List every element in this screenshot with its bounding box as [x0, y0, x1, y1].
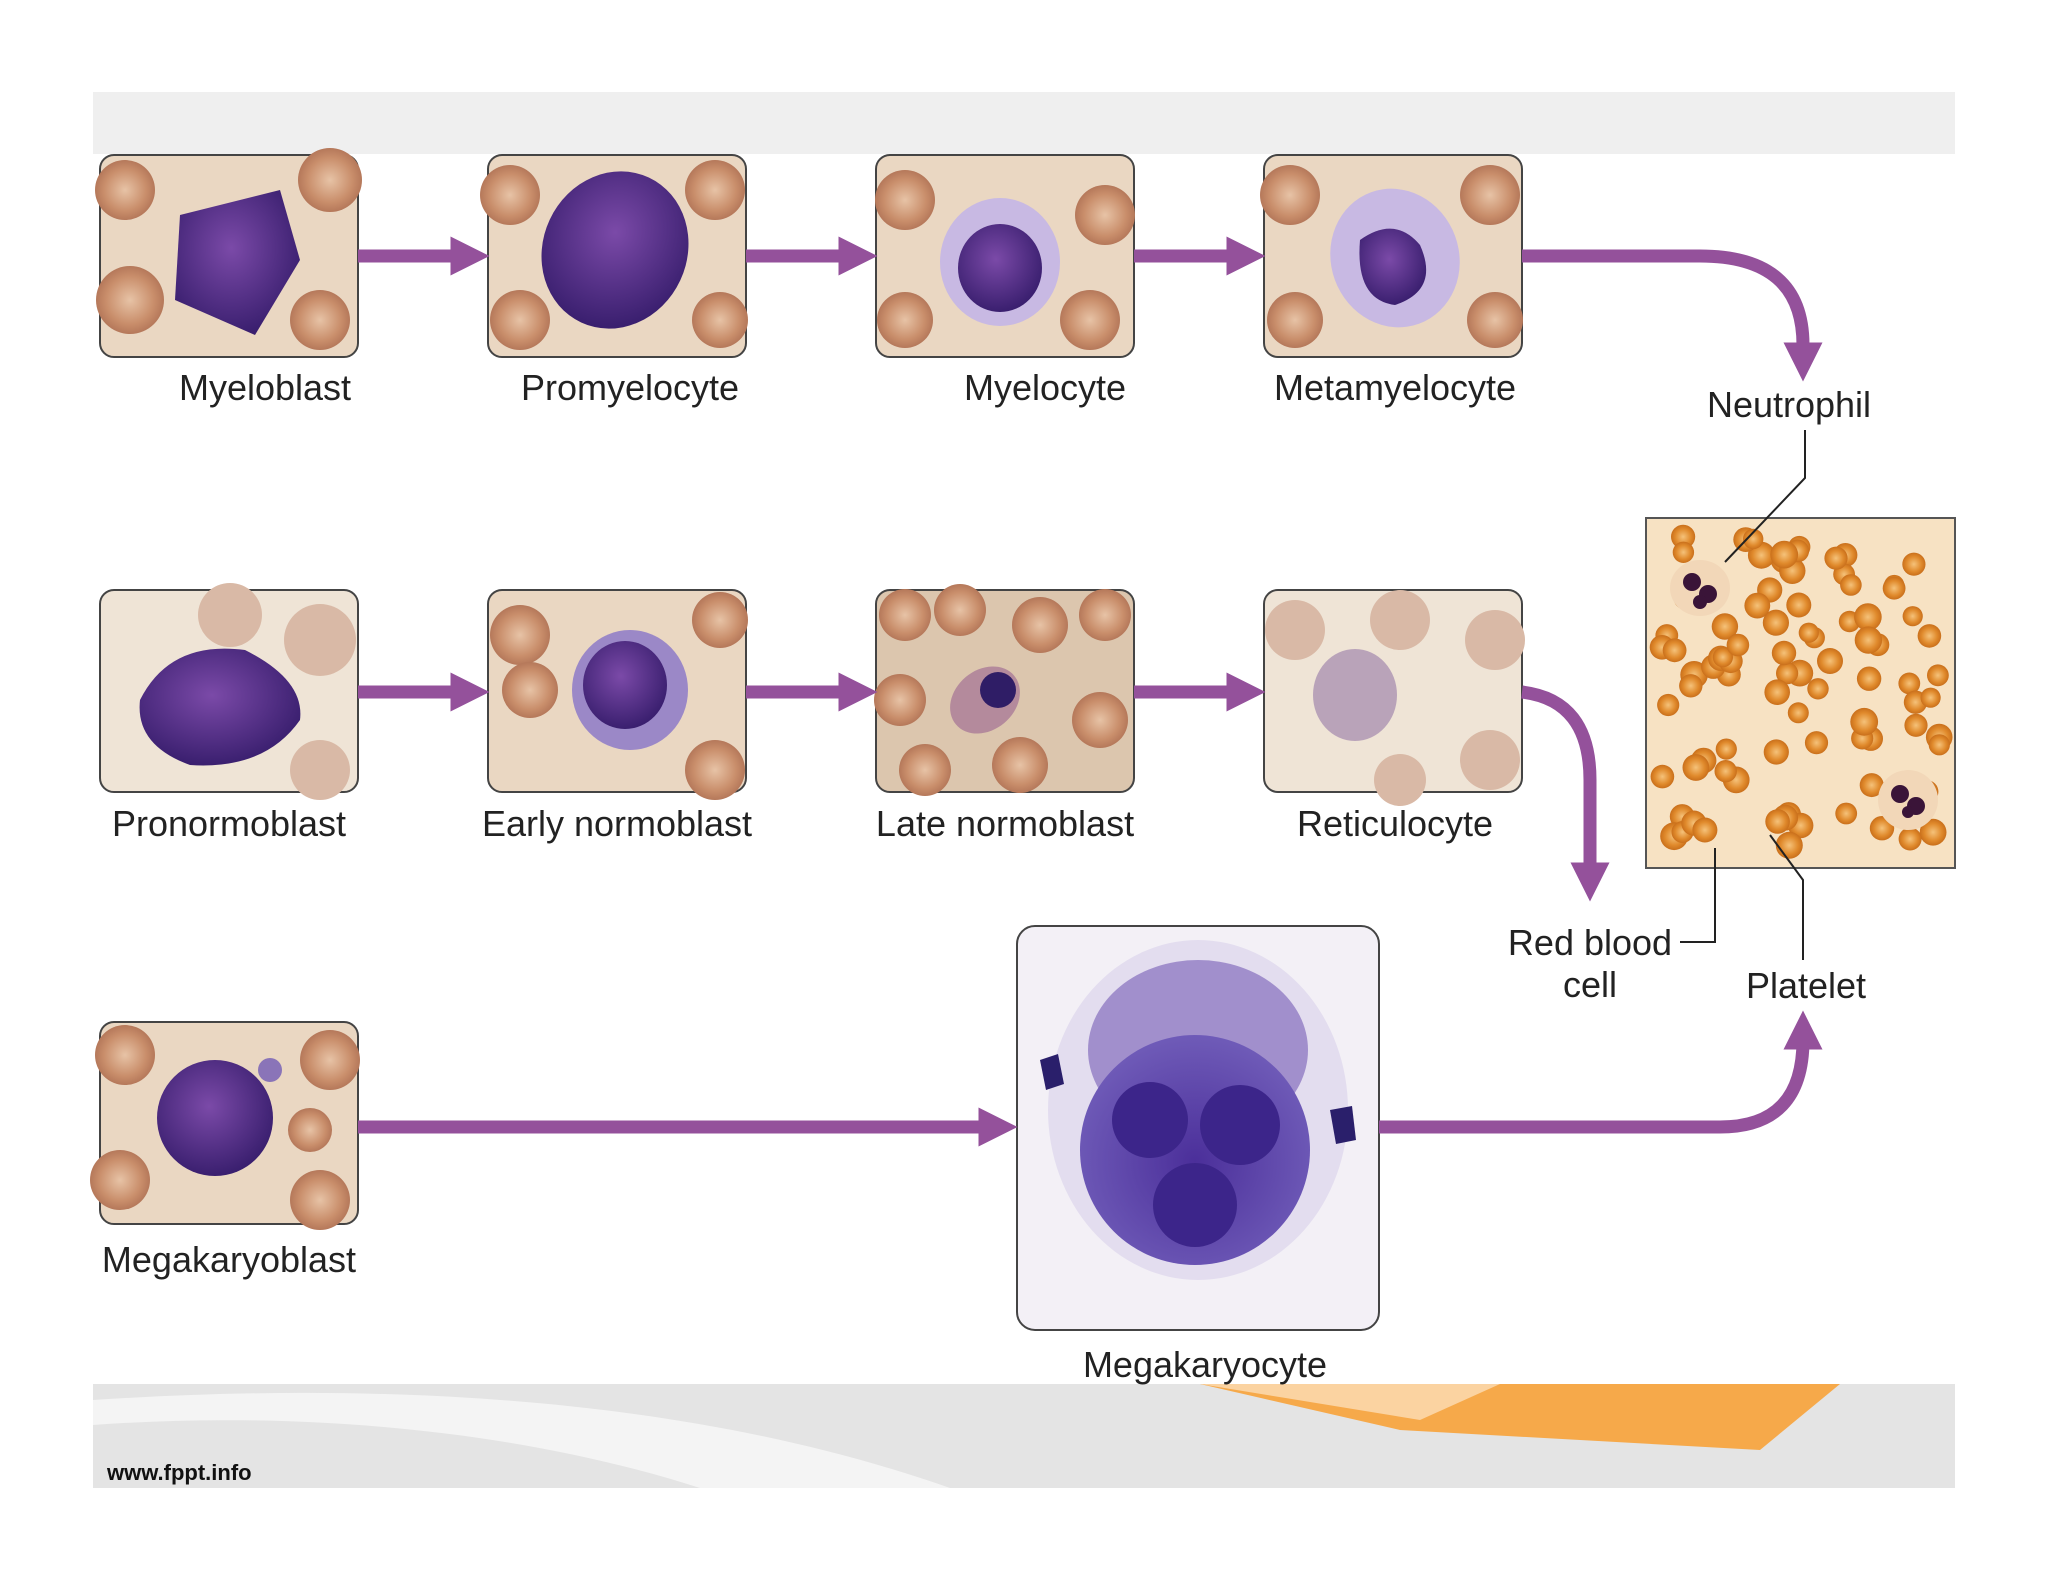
label-promyelocyte: Promyelocyte	[521, 367, 739, 408]
smear-red-blood-cell	[1763, 739, 1789, 765]
smear-red-blood-cell	[1762, 609, 1789, 636]
cell-image-reticulocyte	[1263, 589, 1525, 806]
smear-red-blood-cell	[1807, 678, 1829, 700]
label-red-blood-cell-line1: Red blood	[1508, 922, 1672, 963]
label-late-normoblast: Late normoblast	[876, 803, 1134, 844]
label-megakaryoblast: Megakaryoblast	[102, 1239, 356, 1280]
callout-neutrophil	[1724, 430, 1806, 563]
smear-red-blood-cell	[1679, 674, 1703, 698]
smear-red-blood-cell	[1662, 638, 1687, 663]
label-megakaryocyte: Megakaryocyte	[1083, 1344, 1327, 1385]
label-pronormoblast: Pronormoblast	[112, 803, 346, 844]
label-early-normoblast: Early normoblast	[482, 803, 752, 844]
smear-red-blood-cell	[1672, 541, 1695, 563]
smear-red-blood-cell	[1850, 707, 1879, 736]
footer-banner	[93, 1384, 1955, 1488]
arrow-reticulocyte-rbc	[1521, 685, 1610, 902]
cell-image-myelocyte	[875, 154, 1135, 358]
label-neutrophil: Neutrophil	[1707, 384, 1871, 425]
cell-image-megakaryoblast	[90, 1021, 360, 1230]
source-url: www.fppt.info	[106, 1460, 252, 1485]
cell-image-promyelocyte	[480, 154, 748, 358]
smear-red-blood-cell	[1770, 540, 1799, 569]
cell-image-myeloblast	[95, 148, 362, 358]
smear-red-blood-cell	[1856, 666, 1882, 691]
smear-red-blood-cell	[1919, 818, 1947, 846]
smear-red-blood-cell	[1650, 764, 1675, 789]
label-metamyelocyte: Metamyelocyte	[1274, 367, 1516, 408]
smear-red-blood-cell	[1898, 672, 1921, 695]
smear-red-blood-cell	[1859, 773, 1884, 798]
arrows-row-platelet	[358, 1010, 1823, 1147]
smear-red-blood-cell	[1904, 713, 1928, 737]
arrows-row-granulocyte	[358, 236, 1823, 382]
smear-red-blood-cell	[1775, 831, 1803, 859]
smear-red-blood-cell	[1712, 647, 1733, 668]
cell-image-metamyelocyte	[1260, 154, 1523, 358]
smear-red-blood-cell	[1928, 734, 1950, 756]
smear-red-blood-cell	[1840, 574, 1862, 596]
smear-red-blood-cell	[1786, 592, 1812, 618]
smear-red-blood-cell	[1711, 613, 1739, 640]
smear-red-blood-cell	[1835, 802, 1858, 825]
cell-image-pronormoblast	[99, 583, 359, 800]
smear-red-blood-cell	[1692, 817, 1718, 843]
smear-red-blood-cell	[1671, 524, 1696, 549]
smear-red-blood-cell	[1882, 576, 1906, 600]
smear-red-blood-cell	[1898, 827, 1922, 851]
smear-red-blood-cell	[1920, 687, 1941, 708]
callout-rbc	[1680, 848, 1716, 943]
cell-image-early-normoblast	[487, 589, 748, 800]
smear-red-blood-cell	[1765, 809, 1790, 834]
label-platelet: Platelet	[1746, 965, 1866, 1006]
label-myeloblast: Myeloblast	[179, 367, 351, 408]
callout-lines	[1680, 430, 1806, 960]
smear-red-blood-cell	[1764, 679, 1790, 705]
smear-red-blood-cell	[1714, 760, 1737, 783]
smear-red-blood-cell	[1902, 606, 1923, 627]
label-red-blood-cell-line2: cell	[1563, 964, 1617, 1005]
smear-red-blood-cell	[1743, 528, 1764, 550]
smear-red-blood-cell	[1804, 731, 1829, 755]
smear-red-blood-cell	[1854, 603, 1882, 631]
label-myelocyte: Myelocyte	[964, 367, 1126, 408]
smear-red-blood-cell	[1927, 664, 1949, 687]
blood-smear-image	[1645, 517, 1956, 869]
smear-red-blood-cell	[1776, 662, 1799, 685]
smear-red-blood-cell	[1854, 626, 1883, 654]
smear-red-blood-cell	[1726, 633, 1750, 657]
smear-red-blood-cell	[1657, 693, 1680, 717]
smear-red-blood-cell	[1902, 552, 1926, 576]
smear-red-blood-cell	[1824, 546, 1848, 570]
label-reticulocyte: Reticulocyte	[1297, 803, 1493, 844]
slide-top-band	[93, 92, 1955, 154]
smear-red-blood-cell	[1787, 702, 1809, 724]
smear-red-blood-cell	[1771, 640, 1797, 666]
smear-red-blood-cell	[1715, 738, 1737, 760]
smear-red-blood-cell	[1817, 648, 1843, 674]
smear-red-blood-cell	[1798, 622, 1819, 643]
arrow-metamyelocyte-neutrophil	[1522, 249, 1823, 382]
arrow-megakaryocyte-platelet	[1379, 1010, 1823, 1134]
smear-red-blood-cell	[1917, 624, 1942, 648]
arrows-row-erythrocyte	[358, 672, 1610, 902]
cell-image-megakaryocyte	[1016, 925, 1380, 1331]
callout-platelet	[1769, 834, 1804, 960]
cell-image-late-normoblast	[874, 584, 1135, 796]
smear-red-blood-cell	[1744, 592, 1771, 619]
smear-red-blood-cell	[1682, 754, 1710, 781]
